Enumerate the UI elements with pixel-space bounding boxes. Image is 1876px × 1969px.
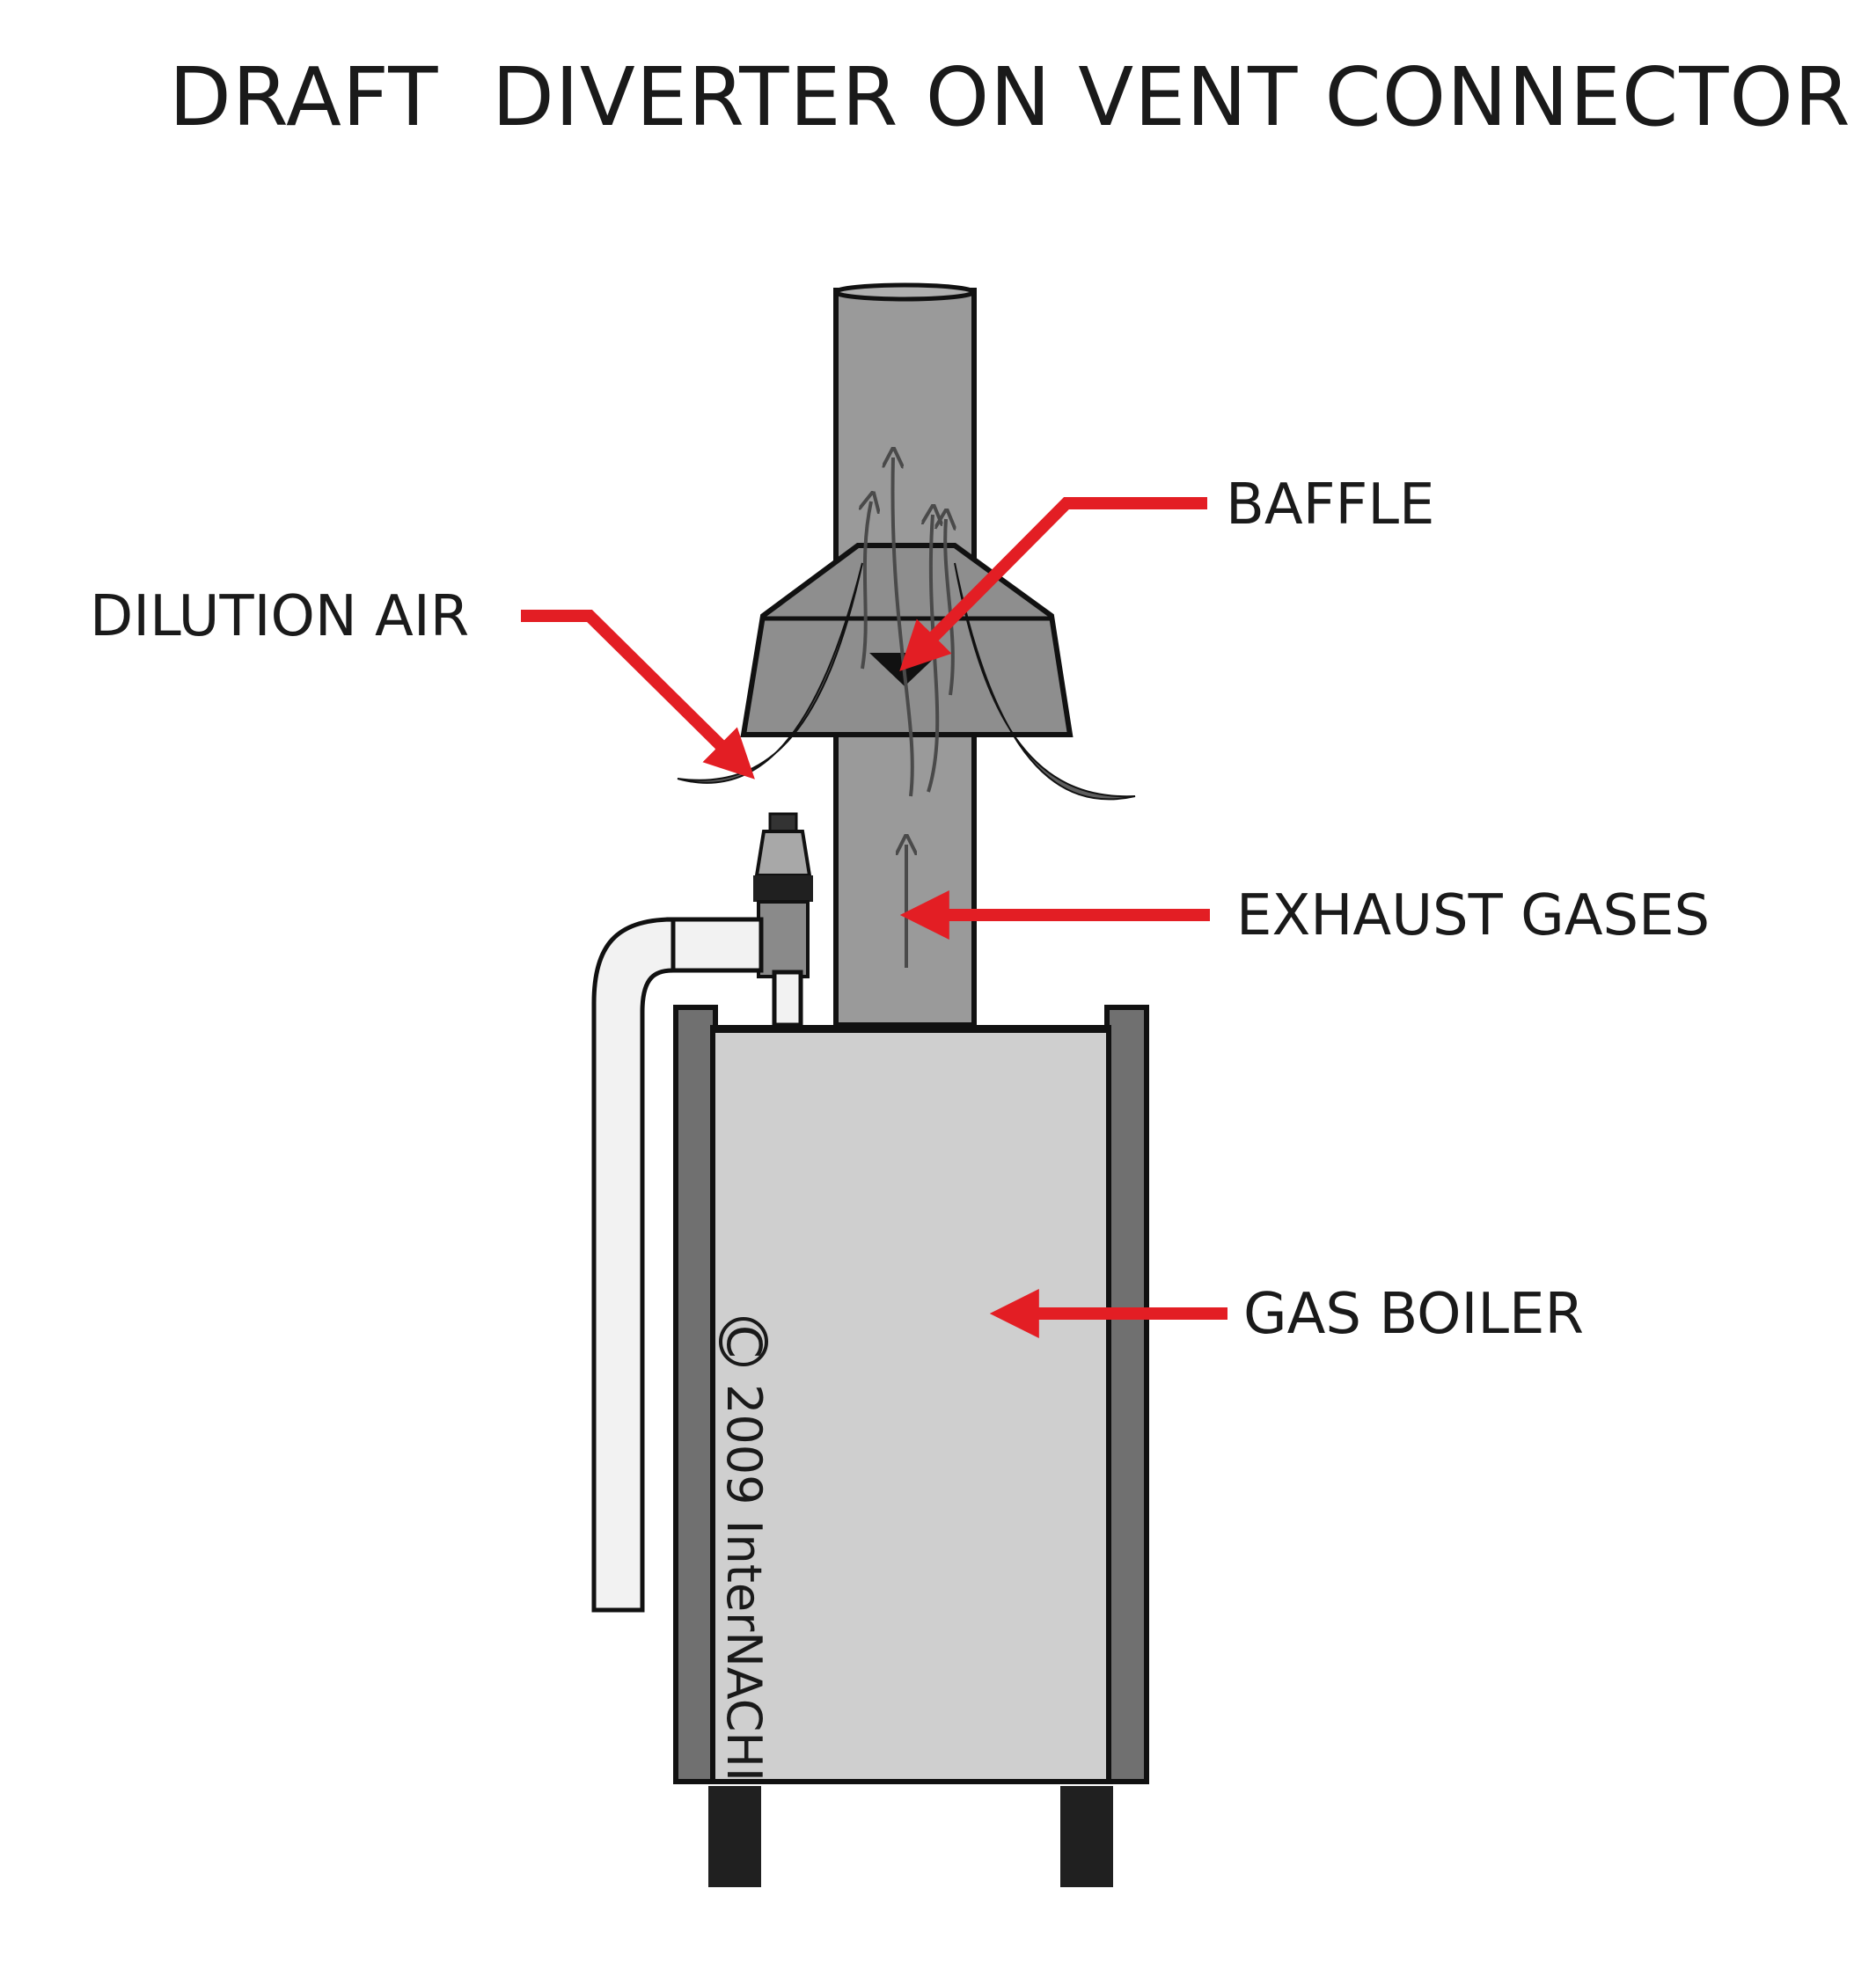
boiler-leg-left: [708, 1786, 761, 1887]
label-exhaust-gases: EXHAUST GASES: [1236, 883, 1710, 948]
label-gas-boiler: GAS BOILER: [1243, 1282, 1584, 1347]
water-pipe: [591, 917, 803, 1613]
boiler-cabinet: [673, 1005, 1149, 1887]
copyright-text: 2009 InterNACHI: [716, 1384, 772, 1782]
copyright-notice: C 2009 InterNACHI: [716, 1317, 772, 1782]
leader-arrow-dilution-air: [521, 610, 755, 780]
relief-valve: [753, 812, 813, 978]
leader-arrows: [521, 497, 1227, 1338]
leader-arrow-baffle: [899, 497, 1207, 671]
copyright-symbol: C: [716, 1325, 772, 1358]
diagram-title: DRAFT DIVERTER ON VENT CONNECTOR: [169, 50, 1851, 144]
label-baffle: BAFFLE: [1226, 472, 1434, 538]
boiler-leg-right: [1060, 1786, 1113, 1887]
copyright-circle: [719, 1317, 768, 1366]
label-dilution-air: DILUTION AIR: [90, 584, 469, 649]
